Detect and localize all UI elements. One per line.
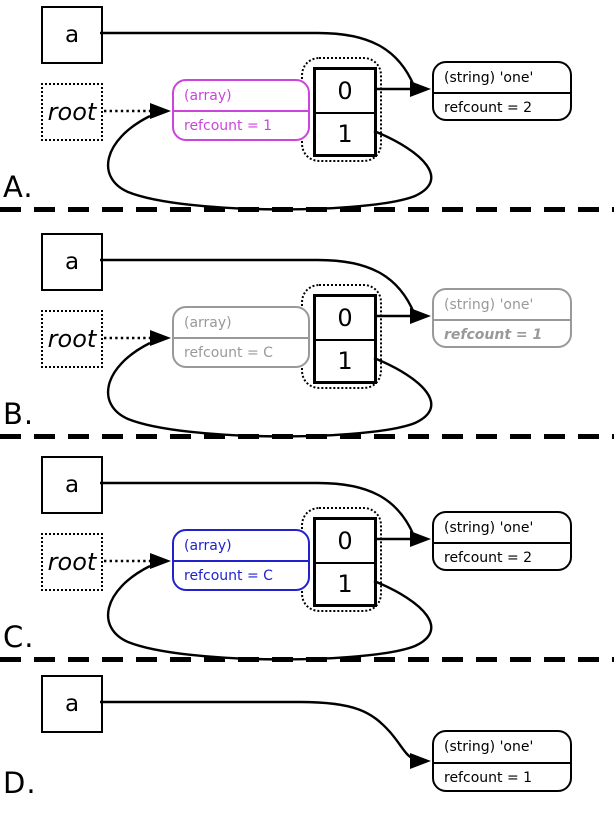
slot-cell-0: 0 (337, 527, 353, 555)
panel-label: C. (3, 620, 35, 654)
string-title: (string) 'one' (444, 739, 534, 755)
root-label: root (47, 325, 97, 353)
dashed-separator (0, 207, 614, 212)
root-box: root (41, 533, 103, 591)
array-refcount: refcount = C (174, 337, 308, 366)
string-title: (string) 'one' (444, 69, 534, 86)
panel-c: a root (array) refcount = C 0 1 (string)… (0, 450, 614, 677)
array-title: (array) (184, 314, 232, 331)
variable-label: a (64, 472, 80, 498)
string-refcount: refcount = 2 (434, 542, 570, 571)
slot-cell-0: 0 (337, 77, 353, 105)
panel-a: a root (array) refcount = 1 0 1 (string)… (0, 0, 614, 227)
variable-label: a (64, 691, 80, 717)
panel-d: a (string) 'one' refcount = 1 D. (0, 669, 614, 814)
array-refcount: refcount = C (174, 560, 308, 589)
string-node: (string) 'one' refcount = 1 (432, 288, 572, 348)
array-refcount: refcount = 1 (174, 110, 308, 139)
variable-box-a: a (41, 6, 103, 64)
variable-box-a: a (41, 233, 103, 291)
slots-table: 0 1 (313, 67, 377, 157)
string-refcount: refcount = 1 (434, 762, 570, 792)
slots-table: 0 1 (313, 517, 377, 607)
string-node: (string) 'one' refcount = 1 (432, 730, 572, 792)
array-title: (array) (184, 537, 232, 554)
root-box: root (41, 310, 103, 368)
string-node: (string) 'one' refcount = 2 (432, 511, 572, 571)
dashed-separator (0, 657, 614, 662)
variable-box-a: a (41, 675, 103, 733)
panel-label: B. (3, 397, 35, 431)
slot-cell-0: 0 (337, 304, 353, 332)
variable-label: a (64, 249, 80, 275)
string-title: (string) 'one' (444, 519, 534, 536)
slot-cell-1: 1 (316, 562, 374, 604)
array-title: (array) (184, 87, 232, 104)
variable-label: a (64, 22, 80, 48)
panel-b: a root (array) refcount = C 0 1 (string)… (0, 227, 614, 454)
array-node: (array) refcount = C (172, 306, 310, 368)
root-label: root (47, 548, 97, 576)
slot-cell-1: 1 (316, 339, 374, 381)
root-box: root (41, 83, 103, 141)
panel-label: D. (3, 766, 37, 800)
panel-label: A. (3, 170, 34, 204)
slots-table: 0 1 (313, 294, 377, 384)
root-label: root (47, 98, 97, 126)
string-refcount: refcount = 1 (434, 319, 570, 348)
string-title: (string) 'one' (444, 296, 534, 313)
array-node: (array) refcount = C (172, 529, 310, 591)
variable-box-a: a (41, 456, 103, 514)
string-refcount: refcount = 2 (434, 92, 570, 121)
slot-cell-1: 1 (316, 112, 374, 154)
dashed-separator (0, 434, 614, 439)
string-node: (string) 'one' refcount = 2 (432, 61, 572, 121)
array-node: (array) refcount = 1 (172, 79, 310, 141)
